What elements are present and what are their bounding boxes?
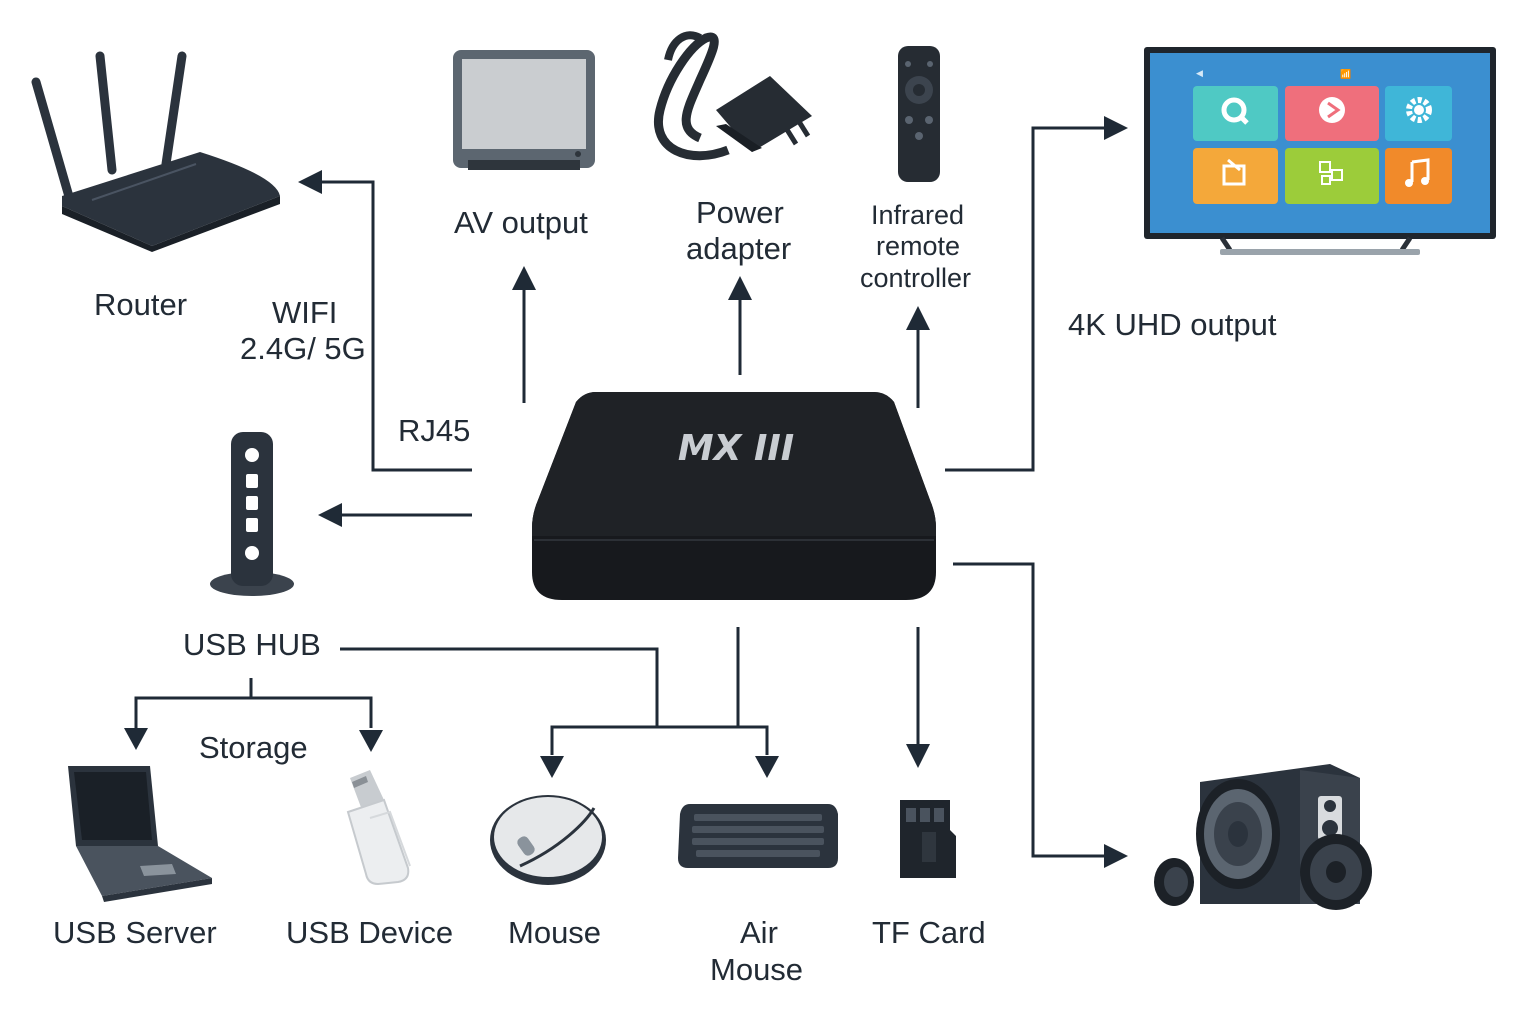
power-arrowhead (728, 276, 752, 300)
usb-stick-icon (346, 770, 411, 886)
keyboard-icon (678, 804, 838, 868)
mouse-label: Mouse (508, 915, 602, 950)
wifi-label-line2: 2.4G/ 5G (240, 331, 366, 366)
usb-server-arrowhead (124, 728, 148, 750)
router-icon (31, 51, 280, 252)
device-logo: MX III (678, 428, 794, 469)
speaker-line (953, 562, 1106, 858)
tv-status-bar-icons: 📶 (1340, 68, 1351, 79)
mouse-arrowhead (540, 756, 564, 778)
peripheral-branch-line (550, 725, 769, 755)
tv-box-icon: MX III (532, 392, 936, 600)
usb-hub-label: USB HUB (183, 627, 321, 662)
tile-play (1285, 86, 1379, 141)
usb-hub-icon (210, 432, 294, 596)
keyboard-keys (692, 814, 824, 857)
tile-music (1385, 148, 1452, 204)
tile-search (1193, 86, 1278, 141)
connector-lines (124, 116, 1128, 868)
av-output-arrowhead (512, 266, 536, 290)
speaker-arrowhead (1104, 844, 1128, 868)
uhd-output-label: 4K UHD output (1068, 307, 1277, 342)
ir-label-line1: Infrared (871, 200, 965, 230)
tile-folder (1193, 148, 1278, 204)
router-arrowhead (298, 170, 322, 194)
ir-label-line3: controller (860, 263, 972, 293)
hub-to-peripherals-line (340, 647, 659, 727)
rj45-router-line (318, 180, 472, 472)
uhd-line (945, 126, 1106, 472)
tf-card-arrowhead (906, 744, 930, 768)
av-monitor-icon (453, 50, 595, 170)
speaker-icon (1154, 764, 1372, 910)
power-adapter-label-line1: Power (696, 195, 784, 230)
air-mouse-arrowhead (755, 756, 779, 778)
usb-device-arrowhead (359, 730, 383, 752)
uhd-arrowhead (1104, 116, 1128, 140)
power-adapter-label-line2: adapter (686, 231, 792, 266)
laptop-icon (68, 766, 212, 902)
storage-label: Storage (199, 730, 308, 765)
tv-icon: ◀ 📶 (1144, 47, 1496, 255)
tile-settings (1385, 86, 1452, 141)
tf-card-icon (900, 800, 956, 878)
air-mouse-label-line1: Air (740, 915, 778, 950)
svg-text:◀: ◀ (1196, 68, 1203, 78)
tile-apps (1285, 148, 1379, 204)
mouse-icon (490, 795, 606, 885)
usb-device-label: USB Device (286, 915, 454, 950)
usb-hub-arrowhead (318, 503, 342, 527)
rj45-label: RJ45 (398, 413, 471, 448)
power-adapter-icon (654, 31, 812, 161)
av-output-label: AV output (454, 205, 588, 240)
tf-card-label: TF Card (872, 915, 986, 950)
ir-arrowhead (906, 306, 930, 330)
router-label: Router (94, 287, 188, 322)
storage-branch-line (134, 696, 373, 728)
ir-label-line2: remote (876, 231, 961, 261)
wifi-label-line1: WIFI (272, 295, 338, 330)
remote-icon (898, 46, 940, 182)
air-mouse-label-line2: Mouse (710, 952, 804, 987)
usb-server-label: USB Server (53, 915, 217, 950)
